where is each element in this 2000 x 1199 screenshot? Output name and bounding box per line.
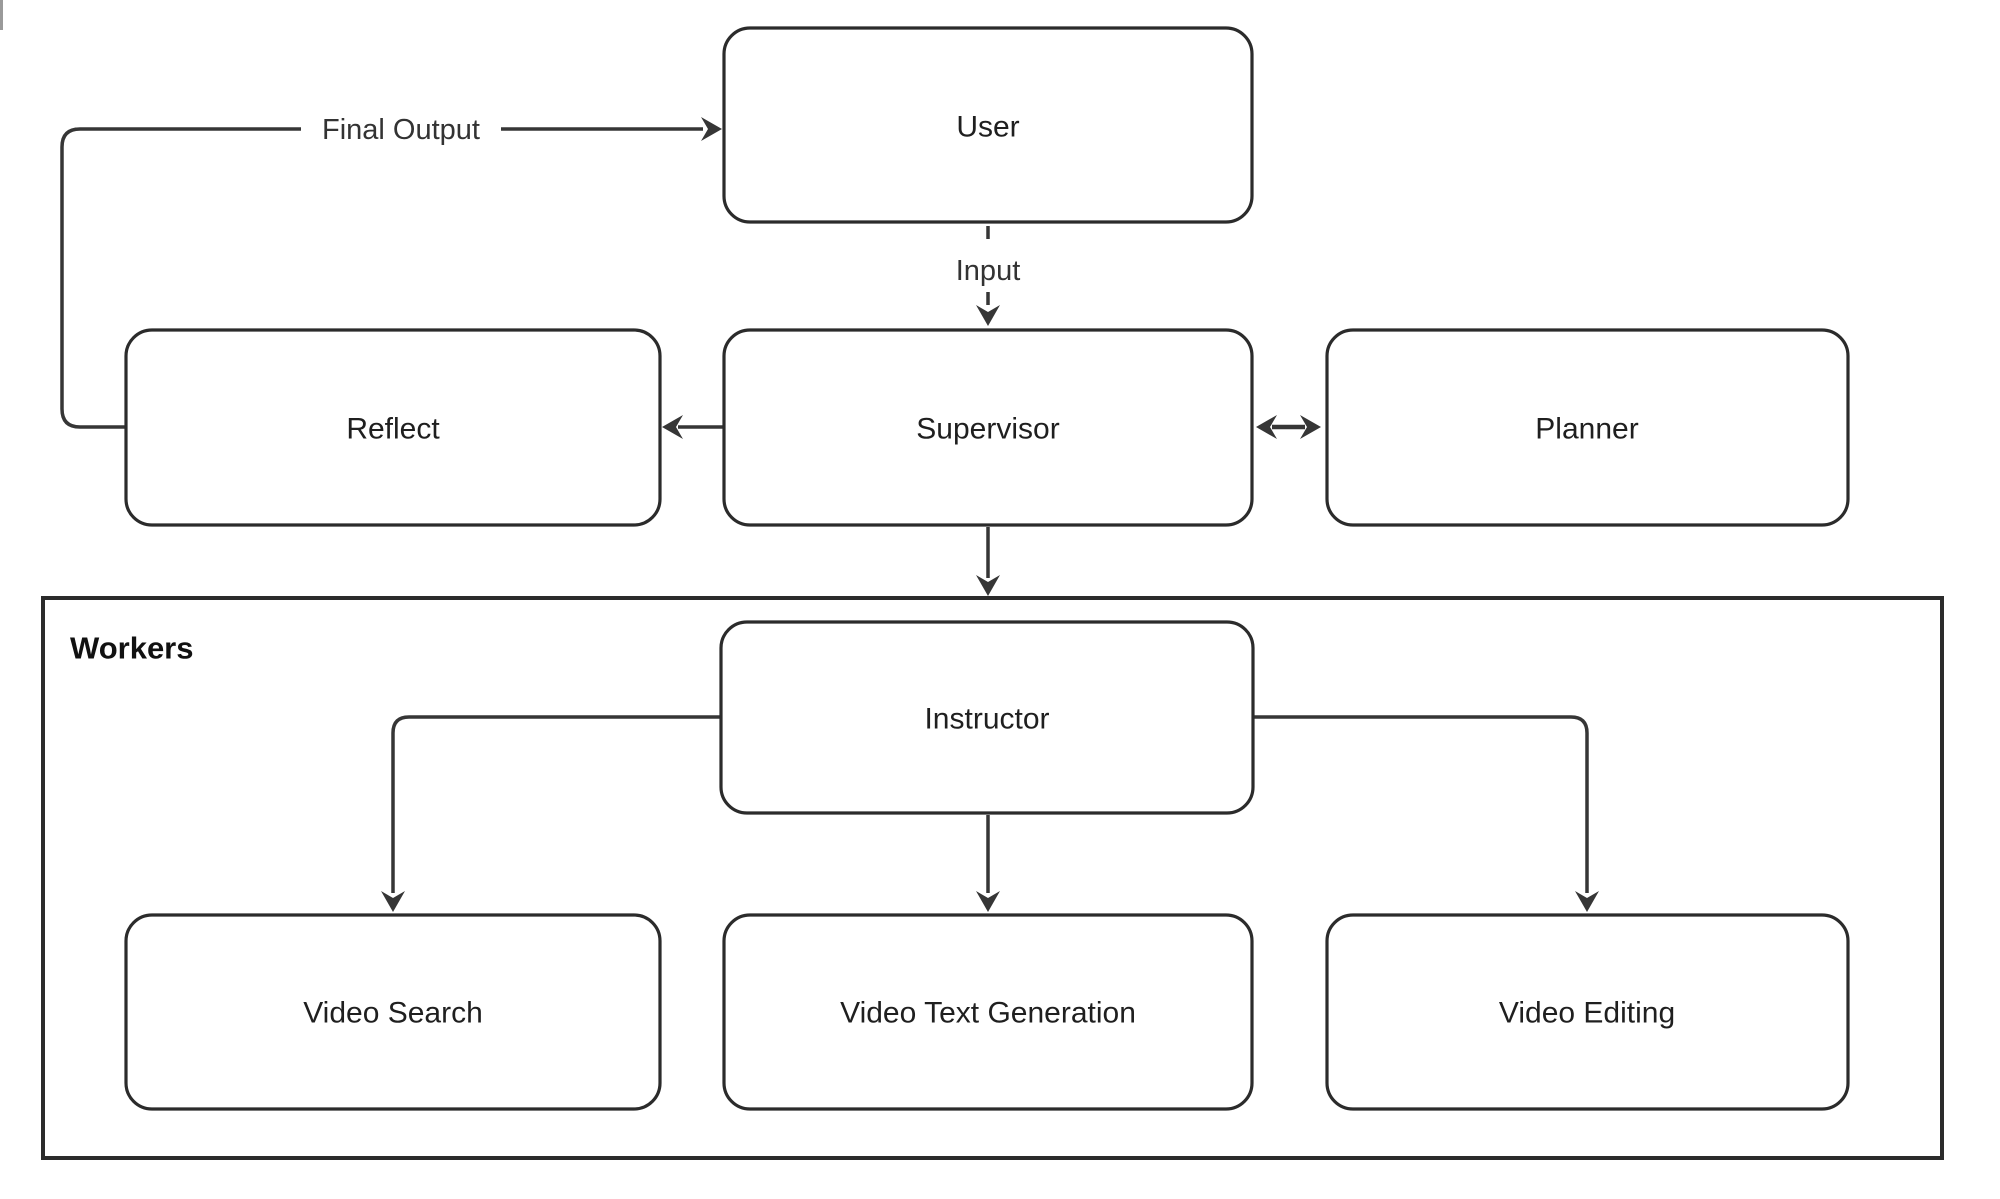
planner-box [1325, 328, 1850, 527]
edge-instructor-to-video-search-arrowhead [381, 891, 405, 912]
video-editing-label: Video Editing [1499, 997, 1675, 1030]
video-text-generation-label: Video Text Generation [840, 997, 1136, 1030]
reflect-label: Reflect [346, 413, 440, 446]
supervisor-box [722, 328, 1254, 527]
workers-container-label: Workers [70, 631, 194, 666]
workers-container [41, 596, 1944, 1160]
node-video-search: Video Search [124, 913, 662, 1111]
edge-supervisor-planner-arrowhead-right [1300, 415, 1321, 439]
video-search-label: Video Search [303, 997, 483, 1030]
edge-instructor-to-video-search [391, 715, 721, 893]
final-output-label: Final Output [322, 114, 480, 146]
edge-reflect-to-user [60, 127, 703, 429]
node-video-text-generation: Video Text Generation [722, 913, 1254, 1111]
edge-supervisor-to-reflect-arrowhead [662, 415, 683, 439]
user-label: User [956, 111, 1019, 144]
node-reflect: Reflect [124, 328, 662, 527]
video-search-box [124, 913, 662, 1111]
edge-instructor-to-video-editing-arrowhead [1575, 891, 1599, 912]
edge-user-to-supervisor-arrowhead [976, 305, 1000, 326]
node-instructor: Instructor [719, 620, 1255, 815]
node-supervisor: Supervisor [722, 328, 1254, 527]
instructor-label: Instructor [924, 703, 1049, 736]
node-video-editing: Video Editing [1325, 913, 1850, 1111]
edge-instructor-to-video-text-generation-arrowhead [976, 891, 1000, 912]
node-planner: Planner [1325, 328, 1850, 527]
edge-instructor-to-video-editing [1253, 715, 1589, 893]
video-text-generation-box [722, 913, 1254, 1111]
node-user: User [722, 26, 1254, 224]
edge-reflect-to-user-arrowhead [701, 117, 722, 141]
instructor-box [719, 620, 1255, 815]
user-box [722, 26, 1254, 224]
edge-supervisor-planner-arrowhead-left [1256, 415, 1277, 439]
edge-label-input: Input [936, 248, 1040, 292]
edge-supervisor-to-workers-arrowhead [976, 575, 1000, 596]
video-editing-box [1325, 913, 1850, 1111]
edge-label-final-output: Final Output [301, 106, 501, 152]
input-label: Input [956, 255, 1021, 287]
planner-label: Planner [1535, 413, 1638, 446]
reflect-box [124, 328, 662, 527]
final-output-label-bg [301, 106, 501, 152]
input-label-bg [936, 248, 1040, 292]
supervisor-label: Supervisor [916, 413, 1059, 446]
